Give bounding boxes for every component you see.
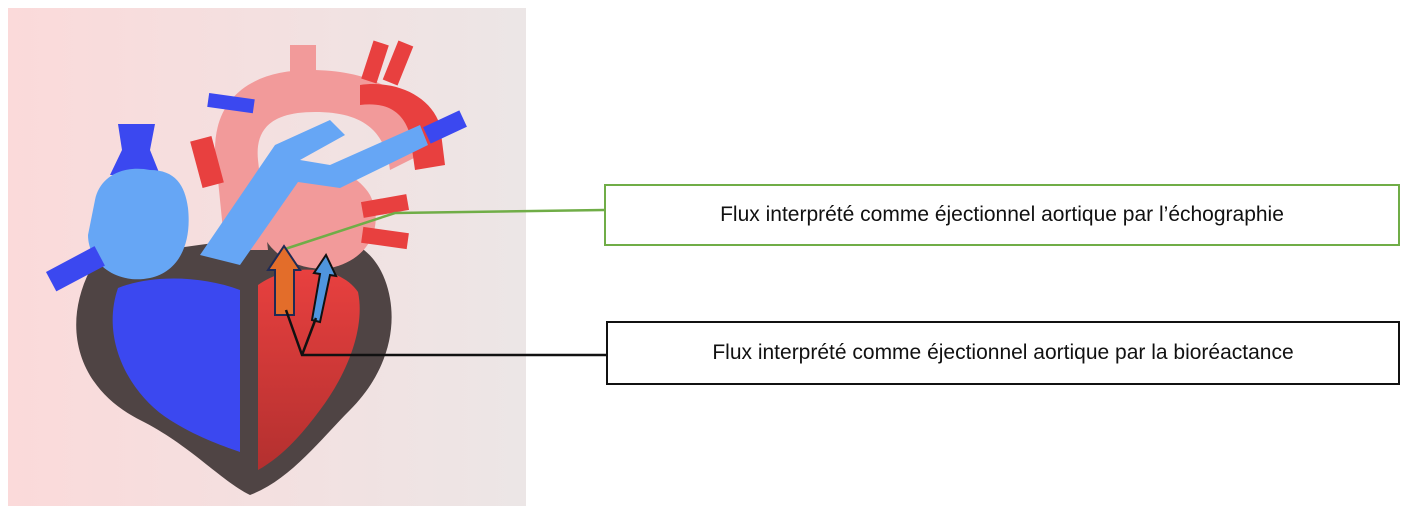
blue-vessel-top bbox=[207, 93, 255, 114]
aortic-branch-2 bbox=[361, 40, 389, 84]
left-ventricle bbox=[258, 269, 360, 470]
inferior-vena-cava bbox=[45, 246, 105, 292]
aortic-branch-3 bbox=[382, 40, 414, 86]
right-ventricle bbox=[112, 278, 240, 452]
echo-pointer-line bbox=[281, 208, 605, 252]
bioreactance-callout-box: Flux interprété comme éjectionnel aortiq… bbox=[606, 321, 1400, 385]
blue-flow-arrow bbox=[310, 252, 338, 324]
bioreactance-callout-text: Flux interprété comme éjectionnel aortiq… bbox=[712, 341, 1294, 364]
right-atrium bbox=[88, 168, 189, 280]
superior-vena-cava bbox=[110, 124, 160, 175]
pulmonary-vein-lower bbox=[361, 226, 409, 250]
left-atrium bbox=[262, 168, 376, 269]
echo-callout-text: Flux interprété comme éjectionnel aortiq… bbox=[720, 203, 1284, 226]
aortic-arch bbox=[215, 70, 430, 250]
red-vessel-left bbox=[190, 135, 224, 189]
descending-aorta bbox=[360, 84, 445, 170]
pulmonary-artery bbox=[200, 120, 428, 265]
orange-flow-arrow bbox=[266, 244, 302, 316]
echo-callout-box: Flux interprété comme éjectionnel aortiq… bbox=[604, 184, 1400, 246]
pulmonary-artery-branch bbox=[423, 110, 467, 144]
bioreactance-pointer-right bbox=[300, 317, 318, 356]
aortic-branch-1 bbox=[290, 45, 316, 85]
